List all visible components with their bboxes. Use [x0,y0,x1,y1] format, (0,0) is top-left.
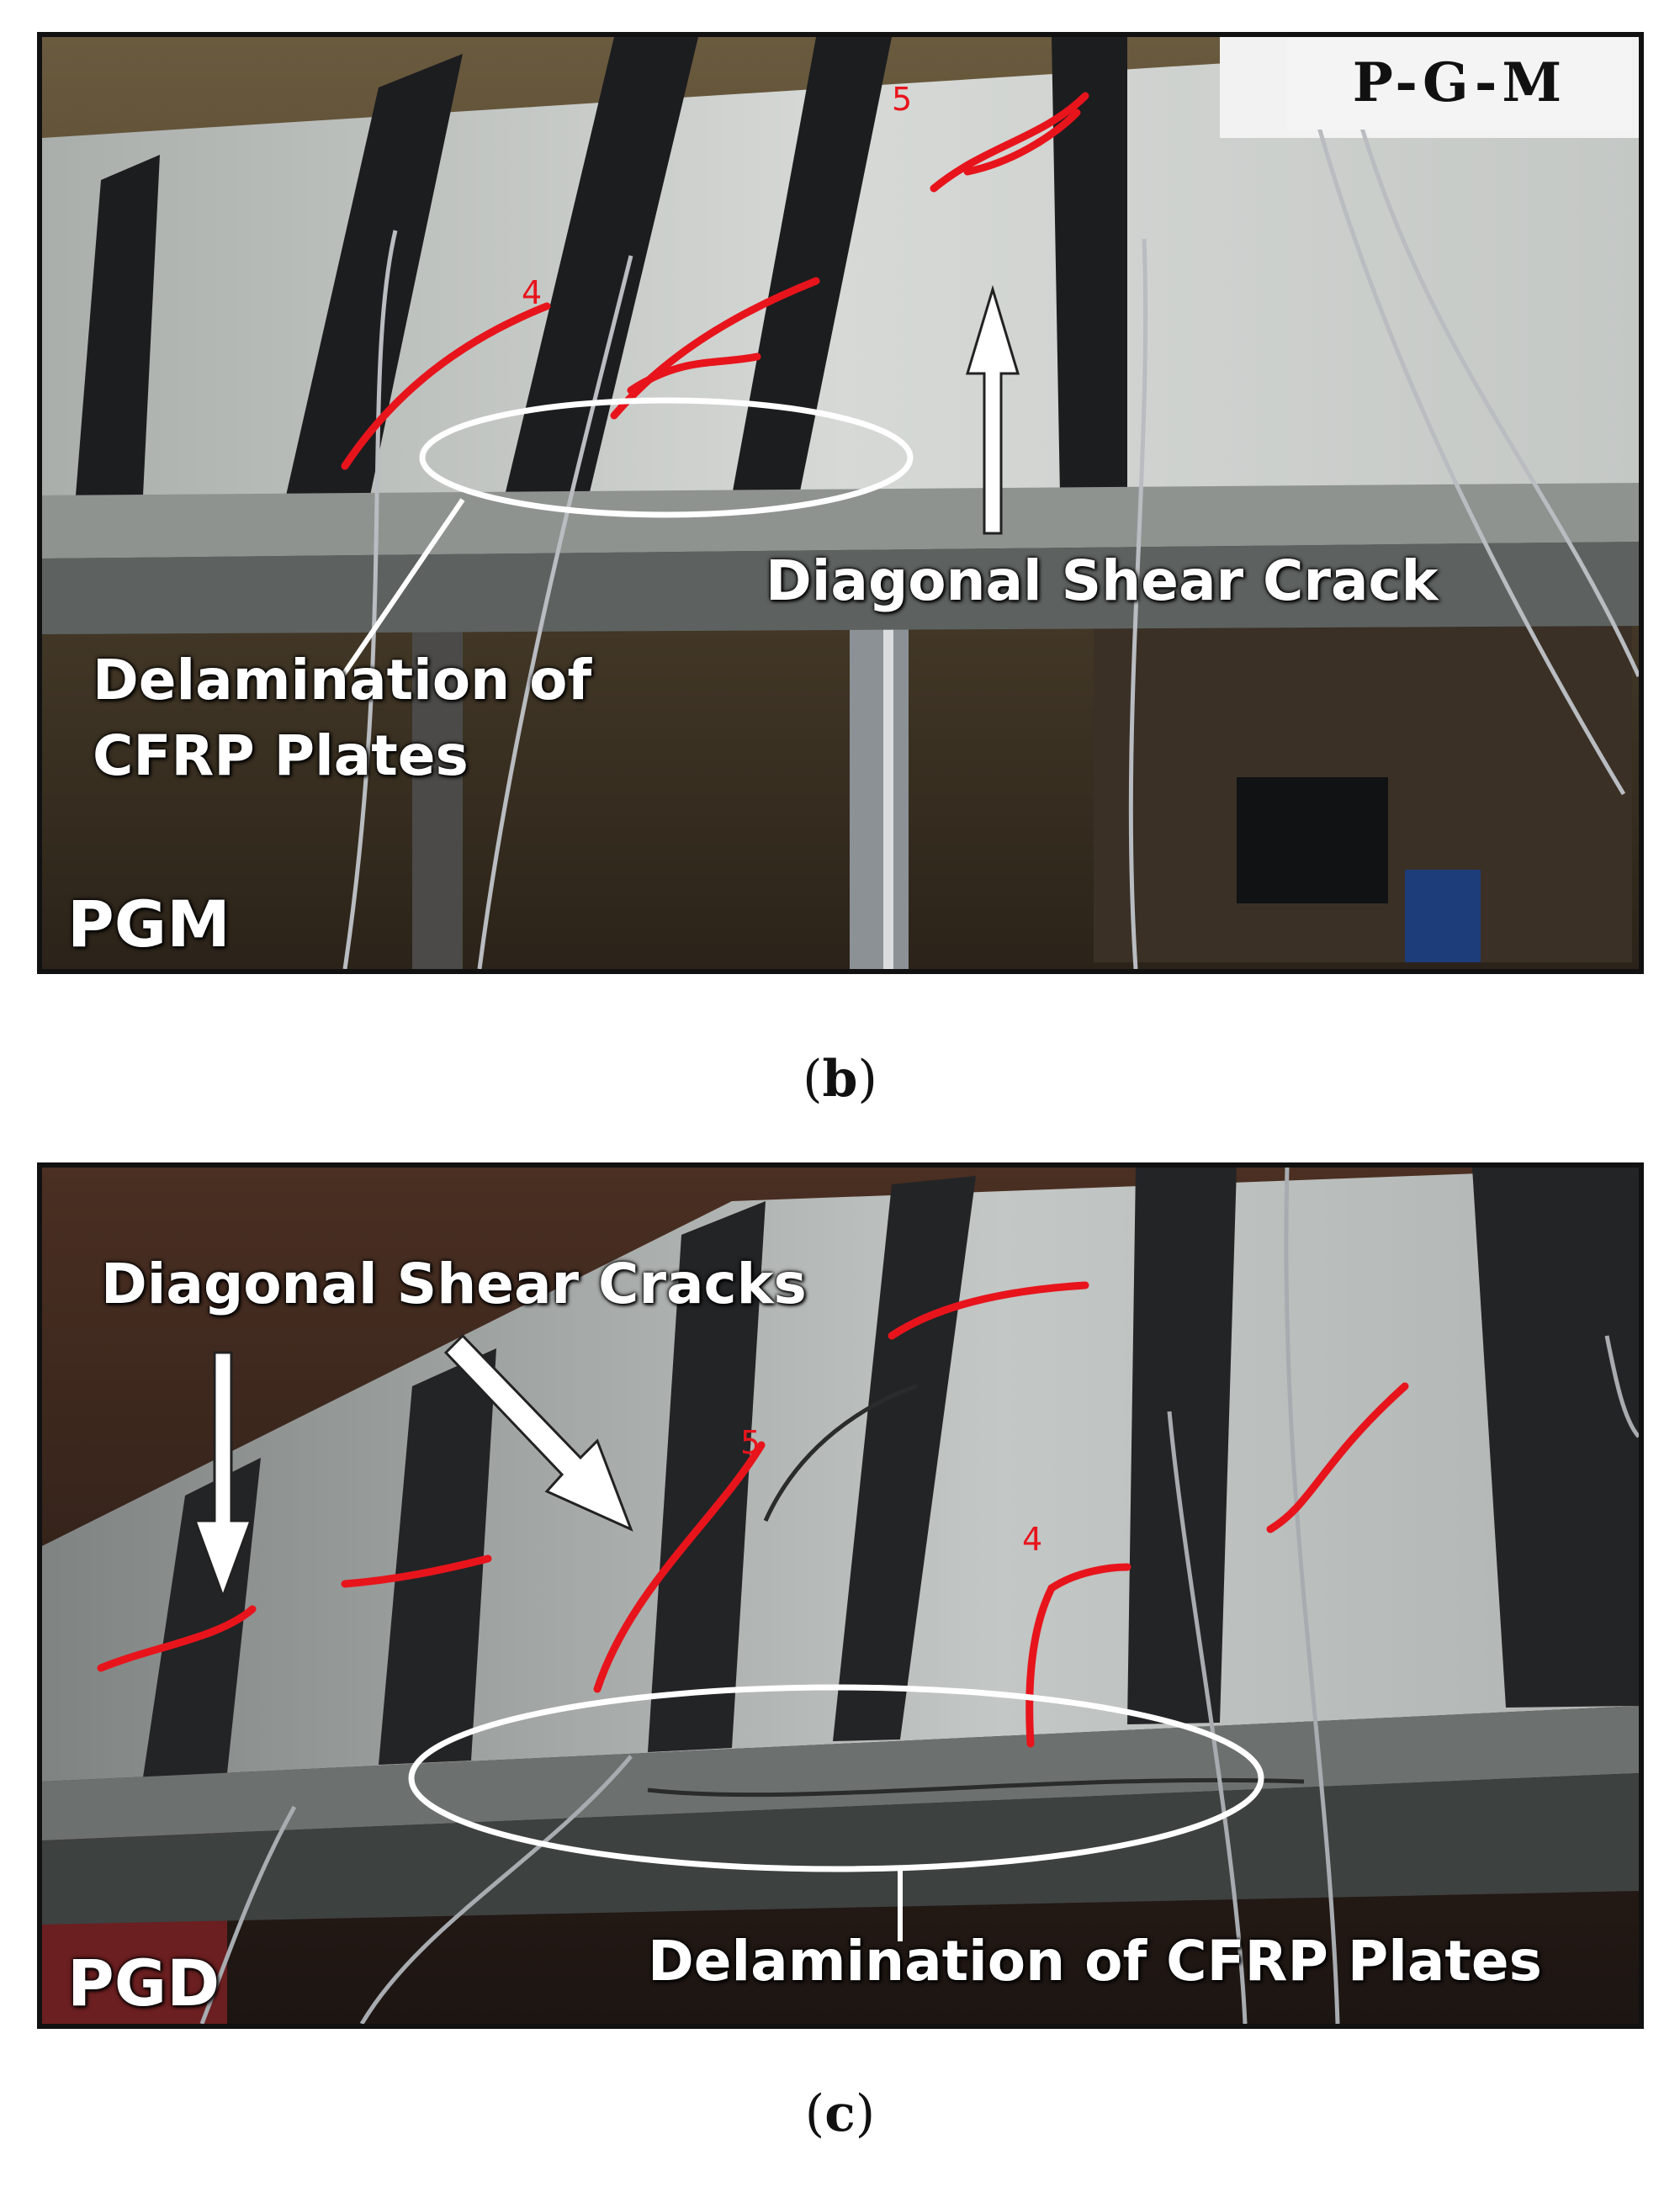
specimen-sign: P-G-M [1287,37,1632,130]
strain-gauge-wires [199,1168,1639,2024]
caption-paren-open: ( [803,1050,823,1109]
steel-column [850,626,909,969]
beam-soffit [42,1706,1639,1840]
delamination-pointer-line [334,498,465,686]
monitor [1237,777,1388,903]
beam-photo-pgd [42,1168,1639,2024]
diagonal-shear-crack-label: Diagonal Shear Crack [766,548,1439,613]
specimen-label-pgd: PGD [67,1946,220,2020]
arrow-diagonal-icon [443,1333,633,1532]
arrow-up-icon [965,284,1020,535]
beam-soffit [42,483,1639,559]
crack-number-label: 4 [1022,1521,1043,1558]
crack-number-label: 5 [740,1424,761,1461]
delamination-ellipse [419,397,914,518]
cfrp-strips [76,37,1127,495]
caption-paren-close: ) [855,2084,876,2143]
specimen-label-pgm: PGM [67,887,231,961]
delamination-label-line: Delamination of [93,648,592,712]
crack-markings [97,1281,1409,1748]
photo-panel-pgd: 5 4 Diagonal Shear Cracks Delamination o… [37,1162,1644,2029]
delamination-ellipse [408,1684,1264,1872]
caption-paren-open: ( [804,2084,825,2143]
beam-photo-pgm [42,37,1639,969]
strain-gauge-wires [342,37,1639,969]
crack-number-label: 5 [892,81,913,118]
delamination-label-line: CFRP Plates [93,723,469,788]
cfrp-strips [143,1168,1639,1777]
photo-panel-pgm: P-G-M 5 4 Diagonal Shear Crack Delaminat… [37,32,1644,974]
caption-letter: c [824,2084,856,2143]
crack-markings [341,92,1089,470]
delamination-label: Delamination of CFRP Plates [648,1929,1542,1994]
caption-paren-close: ) [857,1050,877,1109]
sign-board [1405,870,1481,962]
crack-number-label: 4 [522,274,543,311]
caption-letter: b [822,1050,858,1109]
diagonal-shear-cracks-label: Diagonal Shear Cracks [101,1252,807,1316]
arrow-down-icon [193,1351,253,1601]
concrete-cracks [647,1384,1305,1798]
delamination-label: Delamination of CFRP Plates [93,643,591,794]
caption-b: (b) [0,1050,1680,1109]
caption-c: (c) [0,2084,1680,2143]
